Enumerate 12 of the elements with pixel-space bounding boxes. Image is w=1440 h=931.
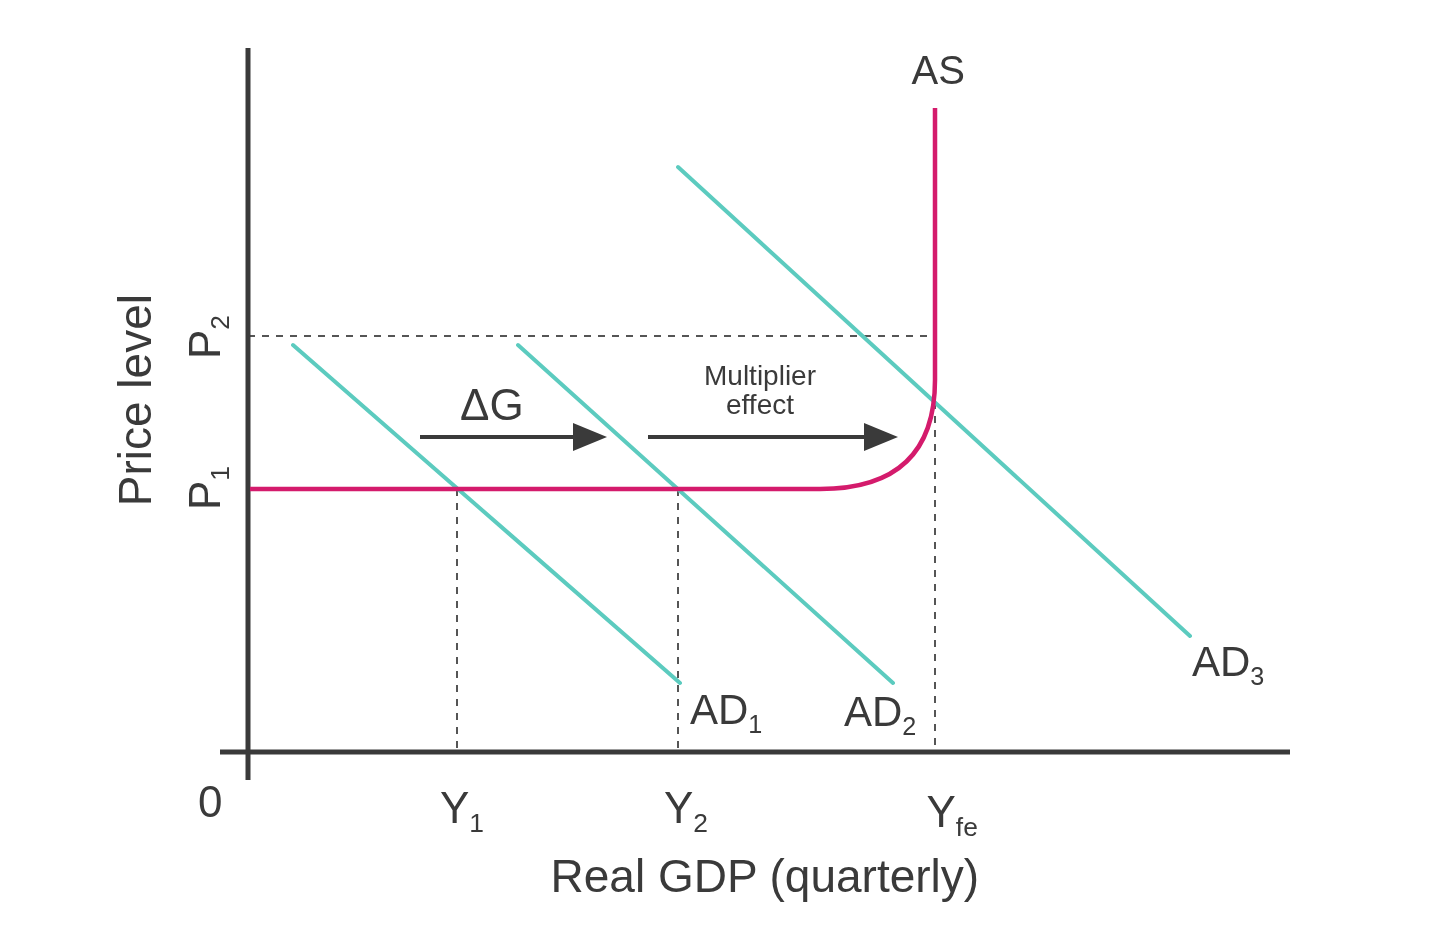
axis-tick-label: Y$_{2}$ bbox=[664, 785, 709, 832]
axis-tick-label: Y$_{1}$ bbox=[440, 785, 485, 832]
axis-tick-label: 0 bbox=[198, 779, 223, 826]
axis-title: Price level bbox=[110, 294, 160, 507]
curve-label: AD$_{3}$ bbox=[1192, 640, 1265, 685]
arrow-label: Multiplier effect bbox=[703, 360, 817, 420]
curve-label: AD$_{2}$ bbox=[844, 690, 917, 735]
arrow-label: ΔG bbox=[460, 382, 524, 429]
axis-tick-label: Y$_{fe}$ bbox=[926, 789, 978, 836]
axis-title: Real GDP (quarterly) bbox=[550, 852, 980, 901]
curve-label: AD$_{1}$ bbox=[690, 688, 763, 733]
curve-label: AS bbox=[911, 49, 965, 91]
